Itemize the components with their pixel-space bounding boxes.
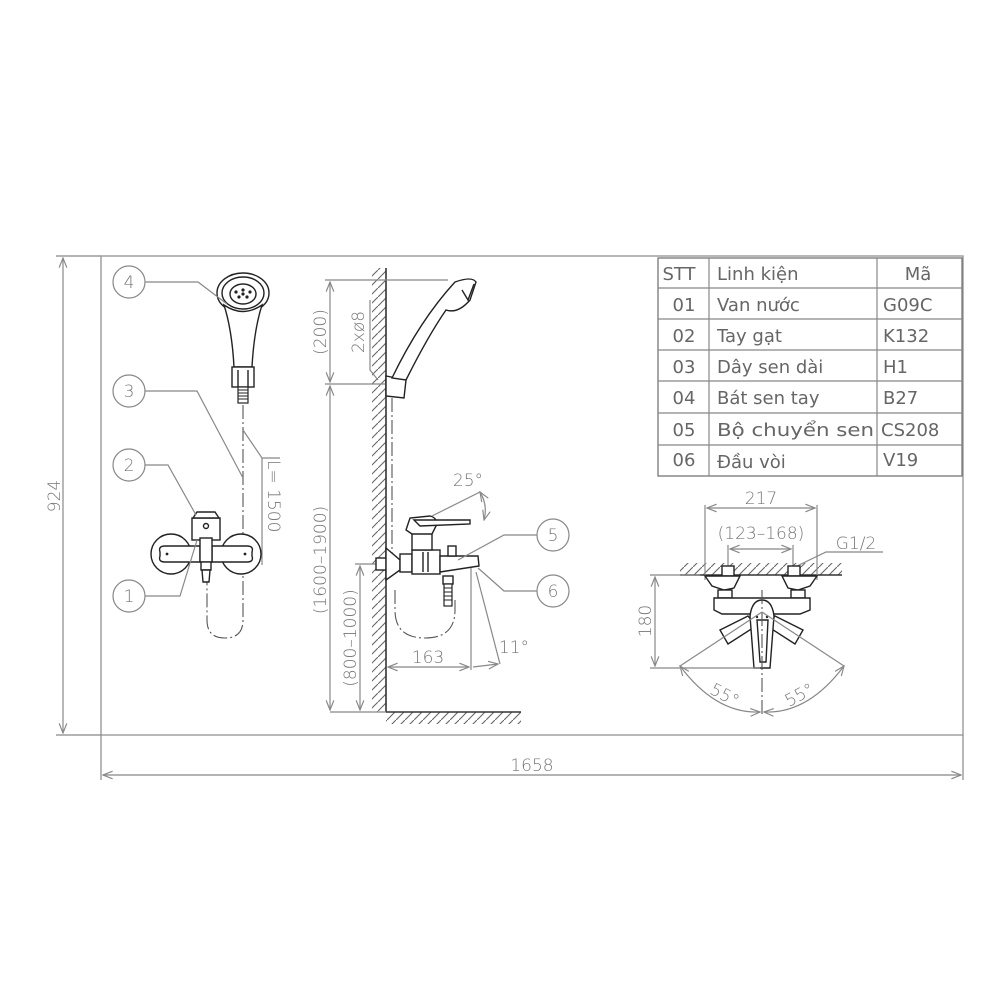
- table-header-stt: STT: [662, 264, 696, 285]
- svg-text:V19: V19: [883, 450, 918, 471]
- svg-text:K132: K132: [883, 326, 929, 347]
- table-row: 06 Đầu vòi V19: [673, 450, 919, 473]
- overall-width-dimension: 1658: [100, 735, 964, 780]
- hand-shower-icon: [216, 272, 270, 404]
- table-row: 02 Tay gạt K132: [673, 326, 930, 347]
- callout-4: 4: [112, 265, 228, 305]
- overall-height-label: 924: [45, 480, 65, 512]
- table-header-code: Mã: [905, 264, 932, 285]
- parts-table: STT Linh kiện Mã 01 Van nước G09C 02 Tay…: [657, 257, 963, 477]
- svg-text:01: 01: [673, 295, 696, 316]
- overall-width-label: 1658: [510, 756, 553, 776]
- svg-text:02: 02: [673, 326, 696, 347]
- depth-label: 180: [636, 605, 656, 637]
- swing-left-label: 55°: [706, 680, 742, 712]
- table-row: 05 Bộ chuyển sen CS208: [673, 420, 940, 441]
- callout-1: 1: [112, 539, 198, 613]
- svg-text:5: 5: [548, 526, 559, 546]
- svg-text:05: 05: [673, 420, 696, 441]
- svg-text:Đầu vòi: Đầu vòi: [717, 452, 786, 473]
- callout-5: 5: [457, 518, 570, 561]
- svg-text:Dây sen dài: Dây sen dài: [717, 357, 823, 378]
- drawing-frame: [100, 255, 964, 736]
- callout-3: 3: [112, 374, 244, 479]
- mixer-side-icon: [375, 515, 480, 607]
- callout-6: 6: [477, 567, 570, 608]
- hose-length-label: L= 1500: [263, 460, 283, 532]
- spout-projection-label: 163: [412, 648, 444, 668]
- width-label: 217: [745, 489, 777, 509]
- svg-text:Van nước: Van nước: [717, 295, 800, 316]
- overall-height-dimension: 924: [45, 255, 101, 736]
- svg-text:06: 06: [673, 450, 696, 471]
- svg-text:H1: H1: [883, 357, 908, 378]
- lever-angle-label: 25°: [453, 471, 483, 491]
- swing-right-label: 55°: [782, 680, 818, 712]
- svg-text:2: 2: [124, 456, 135, 476]
- svg-text:Bát sen tay: Bát sen tay: [717, 388, 820, 409]
- table-row: 01 Van nước G09C: [673, 295, 933, 316]
- callout-2: 2: [112, 448, 197, 516]
- handshower-offset-label: (200): [311, 309, 331, 355]
- mixer-height-label: (800–1000): [341, 589, 361, 686]
- svg-text:CS208: CS208: [881, 420, 939, 441]
- front-view: L= 1500 4 3 2: [112, 265, 283, 639]
- svg-text:6: 6: [548, 582, 559, 602]
- svg-text:1: 1: [124, 587, 135, 607]
- side-view: (200) 2xø8 (1600–1900) (800–1000): [311, 268, 570, 724]
- hand-shower-side-icon: [385, 278, 477, 399]
- thread-label: G1/2: [836, 534, 877, 554]
- table-row: 03 Dây sen dài H1: [673, 357, 908, 378]
- svg-text:B27: B27: [883, 388, 918, 409]
- svg-text:4: 4: [124, 273, 135, 293]
- svg-text:3: 3: [124, 382, 135, 402]
- top-view: 217 (123–168) G1/2 180: [636, 489, 883, 716]
- svg-text:Tay gạt: Tay gạt: [716, 326, 782, 347]
- mixer-front-icon: [150, 511, 262, 583]
- spout-angle-label: 11°: [499, 638, 529, 658]
- handshower-height-label: (1600–1900): [311, 506, 331, 614]
- svg-text:Bộ chuyển sen: Bộ chuyển sen: [717, 420, 874, 441]
- svg-text:G09C: G09C: [883, 295, 932, 316]
- mount-holes-label: 2xø8: [349, 311, 369, 353]
- table-row: 04 Bát sen tay B27: [673, 388, 919, 409]
- mixer-top-icon: [703, 565, 819, 669]
- svg-text:04: 04: [673, 388, 696, 409]
- table-header-name: Linh kiện: [717, 264, 798, 285]
- svg-text:03: 03: [673, 357, 696, 378]
- center-distance-label: (123–168): [718, 524, 805, 544]
